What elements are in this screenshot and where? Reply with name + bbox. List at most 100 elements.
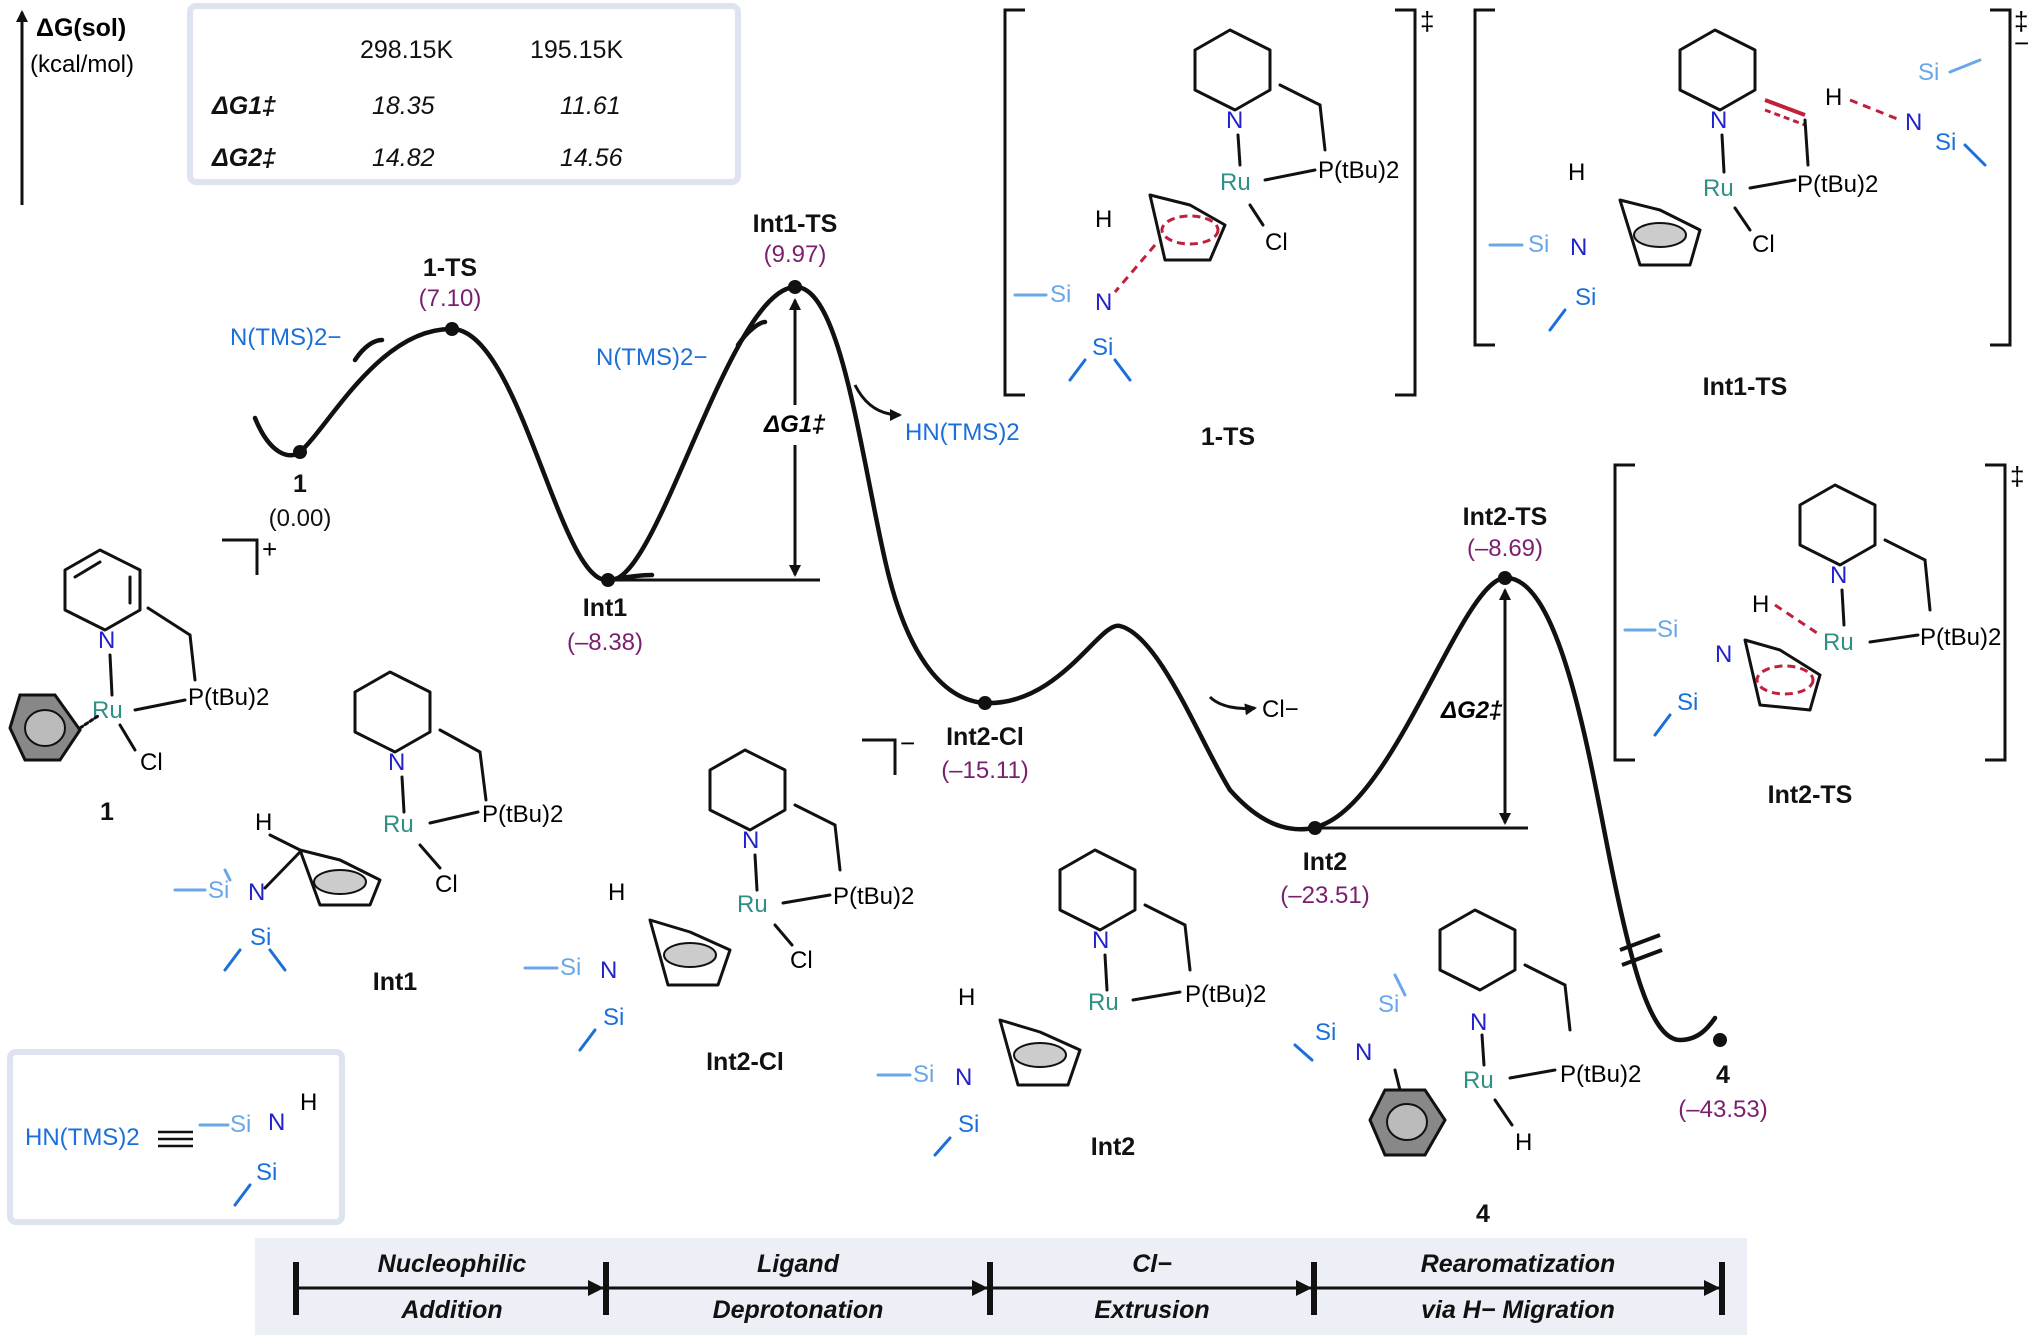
svg-text:Ru: Ru [1703, 175, 1734, 202]
svg-text:−: − [900, 728, 915, 758]
point-1 [293, 445, 307, 459]
svg-text:H: H [1095, 206, 1112, 233]
svg-text:Ru: Ru [1823, 629, 1854, 656]
charge-minus: − [862, 728, 915, 775]
svg-text:Si: Si [1092, 334, 1113, 361]
svg-text:N: N [268, 1109, 285, 1136]
structure-int2: N Ru P(tBu)2 H N Si Si Int2 [876, 848, 1266, 1161]
svg-text:N: N [1092, 927, 1109, 954]
table-g1-195: 11.61 [560, 92, 621, 120]
value-int1-ts: (9.97) [764, 241, 827, 268]
label-int2: Int2 [1303, 848, 1347, 876]
point-int2-cl [978, 696, 992, 710]
value-int1: (–8.38) [567, 629, 643, 656]
svg-text:Ru: Ru [1088, 989, 1119, 1016]
svg-text:Si: Si [1528, 231, 1549, 258]
ntms-label-2: N(TMS)2− [596, 344, 707, 371]
svg-text:Si: Si [256, 1159, 277, 1186]
point-labels: 1 (0.00) 1-TS (7.10) Int1 (–8.38) Int1-T… [269, 210, 1768, 1123]
stage-3-line1: Cl− [1132, 1250, 1172, 1278]
svg-text:−: − [2014, 28, 2029, 58]
species-labels: N(TMS)2− N(TMS)2− HN(TMS)2 Cl− [230, 324, 1299, 723]
svg-text:P(tBu)2: P(tBu)2 [188, 684, 269, 711]
svg-text:Si: Si [958, 1111, 979, 1138]
svg-text:Si: Si [560, 954, 581, 981]
point-1-ts [445, 322, 459, 336]
svg-text:H: H [1752, 591, 1769, 618]
table-row-g1-label: ΔG1‡ [211, 92, 276, 120]
svg-text:Ru: Ru [737, 891, 768, 918]
svg-text:P(tBu)2: P(tBu)2 [1185, 981, 1266, 1008]
svg-text:P(tBu)2: P(tBu)2 [833, 883, 914, 910]
y-axis-title: ΔG(sol) [36, 14, 126, 42]
stage-2-line1: Ligand [757, 1250, 840, 1278]
structure-int1ts: ‡ − H N Ru P(tBu)2 Cl H N Si Si N Si Si … [1473, 6, 2029, 401]
svg-text:P(tBu)2: P(tBu)2 [1920, 624, 2001, 651]
point-4 [1713, 1033, 1727, 1047]
label-1: 1 [293, 470, 307, 498]
svg-text:N: N [1226, 107, 1243, 134]
structure-int1: N Ru P(tBu)2 Cl H N Si Si Int1 [173, 670, 563, 996]
svg-text:Si: Si [1677, 689, 1698, 716]
svg-text:Cl: Cl [1265, 229, 1288, 256]
cl-minus-label: Cl− [1262, 696, 1299, 723]
label-int2-ts: Int2-TS [1463, 503, 1548, 531]
hntms-label: HN(TMS)2 [905, 419, 1020, 446]
y-axis: ΔG(sol) (kcal/mol) [16, 10, 134, 205]
table-g1-298: 18.35 [372, 92, 435, 120]
g2-label: ΔG2‡ [1440, 697, 1503, 724]
label-int1-ts: Int1-TS [753, 210, 838, 238]
stationary-points [293, 280, 1727, 1047]
svg-text:Ru: Ru [383, 811, 414, 838]
structure-int2cl-label: Int2-Cl [706, 1048, 784, 1076]
label-int2-cl: Int2-Cl [946, 723, 1024, 751]
structure-int1-label: Int1 [373, 968, 418, 996]
svg-text:Ru: Ru [92, 697, 123, 724]
svg-text:H: H [1515, 1129, 1532, 1156]
table-col-195: 195.15K [530, 36, 623, 64]
svg-text:N: N [1095, 289, 1112, 316]
structure-1-label: 1 [100, 798, 114, 826]
label-1-ts: 1-TS [423, 254, 477, 282]
svg-text:Ru: Ru [1463, 1067, 1494, 1094]
svg-text:P(tBu)2: P(tBu)2 [1560, 1061, 1641, 1088]
hntms-def-label: HN(TMS)2 [25, 1124, 140, 1151]
svg-text:N: N [1830, 562, 1847, 589]
structure-4: N Ru P(tBu)2 H N Si Si 4 [1293, 908, 1641, 1228]
svg-text:N: N [1355, 1039, 1372, 1066]
structure-1ts-label: 1-TS [1201, 423, 1255, 451]
stage-3-line2: Extrusion [1094, 1296, 1209, 1324]
svg-text:P(tBu)2: P(tBu)2 [1797, 171, 1878, 198]
svg-text:H: H [958, 984, 975, 1011]
g1-label: ΔG1‡ [763, 411, 826, 438]
svg-text:P(tBu)2: P(tBu)2 [1318, 157, 1399, 184]
charge-plus: + [222, 534, 277, 575]
svg-text:N: N [98, 627, 115, 654]
barrier-g1: ΔG1‡ [612, 298, 826, 582]
barrier-g2: ΔG2‡ [1320, 588, 1528, 830]
point-int1-ts [788, 280, 802, 294]
stage-2-line2: Deprotonation [713, 1296, 884, 1324]
svg-text:Cl: Cl [1752, 231, 1775, 258]
svg-text:‡: ‡ [1420, 6, 1434, 36]
svg-text:Si: Si [1918, 59, 1939, 86]
structure-int2ts-label: Int2-TS [1768, 781, 1853, 809]
stage-1-line1: Nucleophilic [378, 1250, 527, 1278]
svg-text:N: N [248, 879, 265, 906]
svg-text:H: H [1568, 159, 1585, 186]
svg-text:N: N [388, 749, 405, 776]
svg-text:H: H [300, 1089, 317, 1116]
svg-text:N: N [600, 957, 617, 984]
point-int1 [601, 573, 615, 587]
structure-int2ts: ‡ N Ru P(tBu)2 H N Si Si Int2-TS [1613, 461, 2024, 809]
svg-text:Si: Si [603, 1004, 624, 1031]
point-int2-ts [1498, 571, 1512, 585]
table-row-g2-label: ΔG2‡ [211, 144, 276, 172]
value-int2-cl: (–15.11) [941, 757, 1029, 784]
svg-text:N: N [1715, 641, 1732, 668]
structure-int2cl: N Ru P(tBu)2 Cl H N Si Si Int2-Cl [523, 748, 914, 1076]
value-int2-ts: (–8.69) [1467, 535, 1543, 562]
stage-4-line1: Rearomatization [1421, 1250, 1615, 1278]
svg-text:Si: Si [1657, 616, 1678, 643]
